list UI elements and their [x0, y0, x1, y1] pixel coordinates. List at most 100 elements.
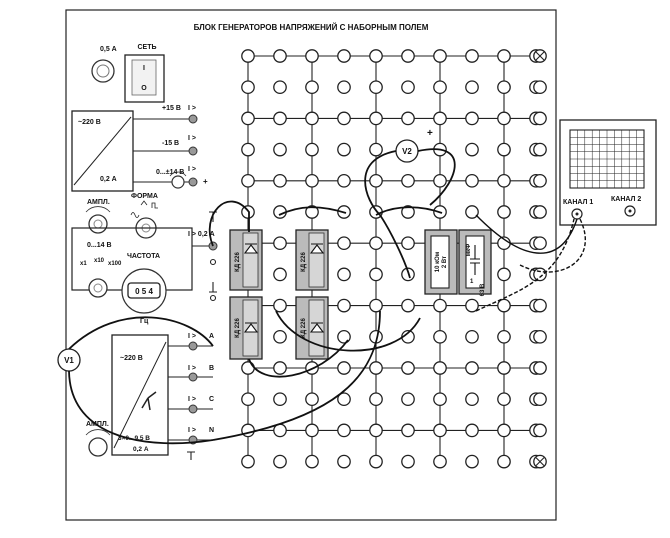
breadboard-socket[interactable] — [497, 392, 511, 407]
breadboard-socket[interactable] — [401, 236, 415, 251]
breadboard-socket[interactable] — [305, 111, 319, 126]
breadboard-socket[interactable] — [241, 392, 255, 407]
diode-module-3[interactable] — [295, 229, 329, 291]
breadboard-socket[interactable] — [497, 361, 511, 375]
resistor-module[interactable] — [424, 229, 458, 295]
breadboard-socket[interactable] — [497, 111, 511, 126]
breadboard-socket[interactable] — [369, 111, 383, 126]
diode-module-2[interactable] — [229, 296, 263, 360]
breadboard-socket[interactable] — [337, 142, 351, 157]
breadboard-socket[interactable] — [305, 173, 319, 188]
breadboard-socket[interactable] — [369, 173, 383, 188]
breadboard-socket[interactable] — [273, 392, 287, 407]
breadboard-socket[interactable] — [465, 205, 479, 219]
breadboard-socket[interactable] — [241, 49, 255, 63]
breadboard-socket[interactable] — [533, 392, 547, 407]
breadboard-socket[interactable] — [369, 236, 383, 251]
breadboard-socket[interactable] — [273, 329, 287, 344]
breadboard-socket[interactable] — [401, 392, 415, 407]
breadboard-socket[interactable] — [337, 236, 351, 251]
breadboard-socket[interactable] — [533, 298, 547, 313]
breadboard-socket[interactable] — [465, 49, 479, 63]
breadboard-socket[interactable] — [497, 49, 511, 63]
breadboard-socket[interactable] — [401, 49, 415, 63]
breadboard-socket[interactable] — [305, 142, 319, 157]
breadboard-socket[interactable] — [241, 80, 255, 95]
breadboard-socket[interactable] — [273, 267, 287, 282]
breadboard-socket[interactable] — [533, 267, 547, 282]
breadboard-socket[interactable] — [401, 423, 415, 438]
breadboard-socket[interactable] — [273, 142, 287, 157]
breadboard-socket[interactable] — [433, 298, 447, 313]
breadboard-socket[interactable] — [433, 173, 447, 188]
breadboard-socket[interactable] — [273, 298, 287, 313]
fg-range-knob[interactable] — [88, 278, 108, 298]
breadboard-socket[interactable] — [533, 423, 547, 438]
breadboard-socket[interactable] — [497, 454, 511, 469]
breadboard-socket[interactable] — [369, 423, 383, 438]
breadboard-socket[interactable] — [369, 298, 383, 313]
breadboard-socket[interactable] — [369, 49, 383, 63]
breadboard-socket[interactable] — [433, 423, 447, 438]
breadboard-socket[interactable] — [273, 173, 287, 188]
breadboard-socket[interactable] — [241, 361, 255, 375]
breadboard-socket[interactable] — [369, 267, 383, 282]
breadboard-socket[interactable] — [533, 205, 547, 219]
breadboard-socket[interactable] — [273, 111, 287, 126]
diode-module-1[interactable] — [229, 229, 263, 291]
dc-adjust-knob[interactable] — [169, 171, 187, 189]
breadboard-socket[interactable] — [337, 329, 351, 344]
breadboard-socket[interactable] — [273, 236, 287, 251]
breadboard-socket[interactable] — [497, 173, 511, 188]
breadboard-socket[interactable] — [533, 236, 547, 251]
breadboard-socket[interactable] — [465, 392, 479, 407]
breadboard-socket[interactable] — [533, 361, 547, 375]
breadboard-socket[interactable] — [465, 423, 479, 438]
three-phase-ampl-knob[interactable] — [85, 429, 111, 457]
breadboard-socket[interactable] — [465, 111, 479, 126]
breadboard-socket[interactable] — [533, 111, 547, 126]
breadboard-socket[interactable] — [241, 142, 255, 157]
breadboard-socket[interactable] — [241, 111, 255, 126]
breadboard-socket[interactable] — [497, 423, 511, 438]
breadboard-socket[interactable] — [337, 361, 351, 375]
breadboard-socket[interactable] — [433, 392, 447, 407]
breadboard-socket[interactable] — [533, 142, 547, 157]
breadboard-socket[interactable] — [337, 267, 351, 282]
breadboard-socket[interactable] — [465, 80, 479, 95]
breadboard-socket[interactable] — [241, 454, 255, 469]
breadboard-socket[interactable] — [433, 329, 447, 344]
breadboard-socket[interactable] — [401, 298, 415, 313]
breadboard-socket[interactable] — [401, 454, 415, 469]
breadboard-socket[interactable] — [337, 80, 351, 95]
breadboard-socket[interactable] — [369, 392, 383, 407]
breadboard-socket[interactable] — [337, 111, 351, 126]
breadboard-socket[interactable] — [305, 392, 319, 407]
breadboard-socket[interactable] — [433, 80, 447, 95]
breadboard-socket[interactable] — [465, 298, 479, 313]
breadboard-socket[interactable] — [497, 205, 511, 219]
breadboard-socket[interactable] — [369, 361, 383, 375]
breadboard-socket[interactable] — [337, 454, 351, 469]
breadboard-socket[interactable] — [305, 205, 319, 219]
breadboard-socket[interactable] — [433, 454, 447, 469]
osc-channel2-connector[interactable] — [624, 205, 636, 217]
breadboard-socket[interactable] — [497, 298, 511, 313]
breadboard-socket[interactable] — [401, 111, 415, 126]
breadboard-socket[interactable] — [273, 80, 287, 95]
fuse-holder[interactable] — [91, 59, 115, 83]
breadboard-socket[interactable] — [273, 361, 287, 375]
breadboard-socket[interactable] — [433, 361, 447, 375]
mains-switch[interactable] — [124, 54, 165, 103]
breadboard-socket[interactable] — [497, 142, 511, 157]
dc-output-terminals[interactable] — [188, 114, 198, 187]
breadboard-socket[interactable] — [401, 173, 415, 188]
breadboard-socket[interactable] — [337, 49, 351, 63]
breadboard-socket[interactable] — [305, 454, 319, 469]
breadboard-socket[interactable] — [369, 80, 383, 95]
breadboard-socket[interactable] — [433, 111, 447, 126]
breadboard-socket[interactable] — [241, 173, 255, 188]
breadboard-socket[interactable] — [305, 49, 319, 63]
oscilloscope[interactable] — [559, 119, 657, 226]
capacitor-module[interactable] — [458, 229, 492, 295]
